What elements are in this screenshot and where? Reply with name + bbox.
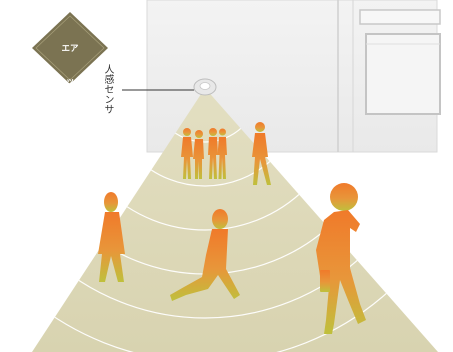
badge-title: エア フレックス パネル: [30, 22, 110, 132]
motion-sensor-icon: [194, 79, 216, 95]
badge-line-2: フレックス: [30, 77, 110, 88]
badge-line-3: パネル: [30, 110, 110, 121]
badge-line-1: エア: [30, 44, 110, 55]
sensor-label: 人感センサ: [99, 64, 113, 114]
